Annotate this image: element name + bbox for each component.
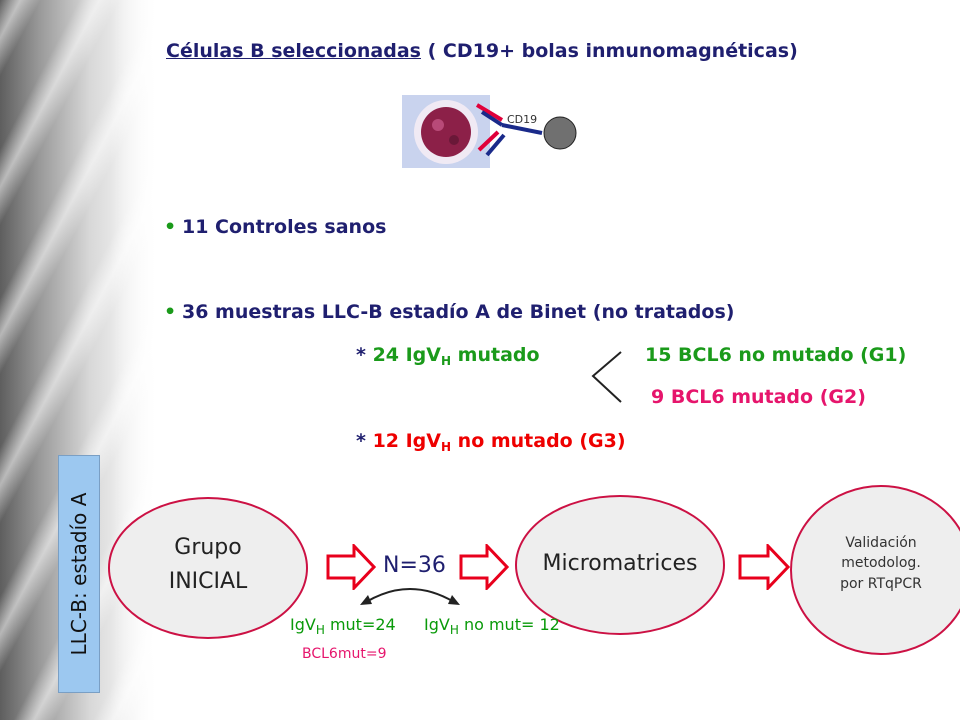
igvh-nomut-main: IgV <box>424 615 450 634</box>
igvh-nomut-label: IgVH no mut= 12 <box>424 615 560 637</box>
igvh-mut-label: IgVH mut=24 <box>290 615 396 637</box>
grupo-line1: Grupo <box>174 535 242 560</box>
header-rest: ( CD19+ bolas inmunomagnéticas) <box>421 40 798 62</box>
bcl6mut-label: BCL6mut=9 <box>302 646 387 662</box>
validacion-ellipse: Validación metodolog. por RTqPCR <box>790 485 960 655</box>
group-unmut-sub: H <box>441 440 452 454</box>
asterisk: * <box>356 344 373 366</box>
side-label-text: LLC-B: estadío A <box>67 492 91 656</box>
valid-line3: por RTqPCR <box>840 575 922 592</box>
bullet-dot: • <box>164 216 177 238</box>
group-mutated: * 24 IgVH mutado <box>356 344 540 368</box>
group-unmut-suffix: no mutado (G3) <box>451 430 626 452</box>
group-unmutated: * 12 IgVH no mutado (G3) <box>356 430 626 454</box>
side-label-box: LLC-B: estadío A <box>58 455 100 693</box>
branch-icon <box>591 351 622 403</box>
igvh-nomut-rest: no mut= 12 <box>458 615 560 634</box>
igvh-mut-main: IgV <box>290 615 316 634</box>
header-line: Células B seleccionadas ( CD19+ bolas in… <box>166 40 798 62</box>
bullet-samples-text: 36 muestras LLC-B estadío A de Binet (no… <box>182 301 735 323</box>
receptor-blue-bottom <box>485 133 506 157</box>
cell-nucleus <box>421 107 471 157</box>
split-arrow-icon <box>360 588 460 605</box>
cell-spot <box>449 135 459 145</box>
split-curve <box>365 588 455 603</box>
group-unmut-main: 12 IgV <box>372 430 441 452</box>
cd19-label: CD19 <box>507 113 538 126</box>
grupo-line2: INICIAL <box>168 569 248 595</box>
asterisk: * <box>356 430 373 452</box>
igvh-mut-rest: mut=24 <box>324 615 396 634</box>
receptor-stem <box>501 123 543 135</box>
branch-line <box>591 351 622 403</box>
receptor-blue-top <box>480 110 504 127</box>
arrow-1-icon <box>326 544 376 590</box>
bullet-samples: •36 muestras LLC-B estadío A de Binet (n… <box>164 301 734 323</box>
arrow-3-shape <box>738 544 790 590</box>
arrow-2-icon <box>459 544 509 590</box>
bullet-controls: •11 Controles sanos <box>164 216 386 238</box>
n-label: N=36 <box>383 553 446 578</box>
receptor-red-bottom <box>477 130 500 152</box>
group-mutated-sub: H <box>441 354 452 368</box>
valid-line1: Validación <box>845 535 917 551</box>
igvh-mut-sub: H <box>315 623 325 637</box>
group-mutated-suffix: mutado <box>451 344 540 366</box>
bullet-dot: • <box>164 301 177 323</box>
arrow-1-shape <box>326 544 376 590</box>
split-arrowhead-right <box>448 595 460 605</box>
bead-icon <box>543 116 577 150</box>
cell-bead-figure <box>402 95 577 168</box>
micromatrices-ellipse: Micromatrices <box>515 495 725 635</box>
split-arrowhead-left <box>360 595 372 605</box>
valid-line2: metodolog. <box>841 555 921 572</box>
group-g1: 15 BCL6 no mutado (G1) <box>645 344 907 366</box>
header-underlined: Células B seleccionadas <box>166 40 421 62</box>
grupo-inicial-ellipse: Grupo INICIAL <box>108 497 308 639</box>
receptor-red-top <box>475 103 504 122</box>
arrow-2-shape <box>459 544 509 590</box>
micromatrices-label: Micromatrices <box>542 551 698 576</box>
group-g2: 9 BCL6 mutado (G2) <box>651 386 866 408</box>
igvh-nomut-sub: H <box>449 623 459 637</box>
group-mutated-main: 24 IgV <box>372 344 441 366</box>
cell-spot <box>432 119 444 131</box>
arrow-3-icon <box>738 544 790 590</box>
bullet-controls-text: 11 Controles sanos <box>182 216 387 238</box>
